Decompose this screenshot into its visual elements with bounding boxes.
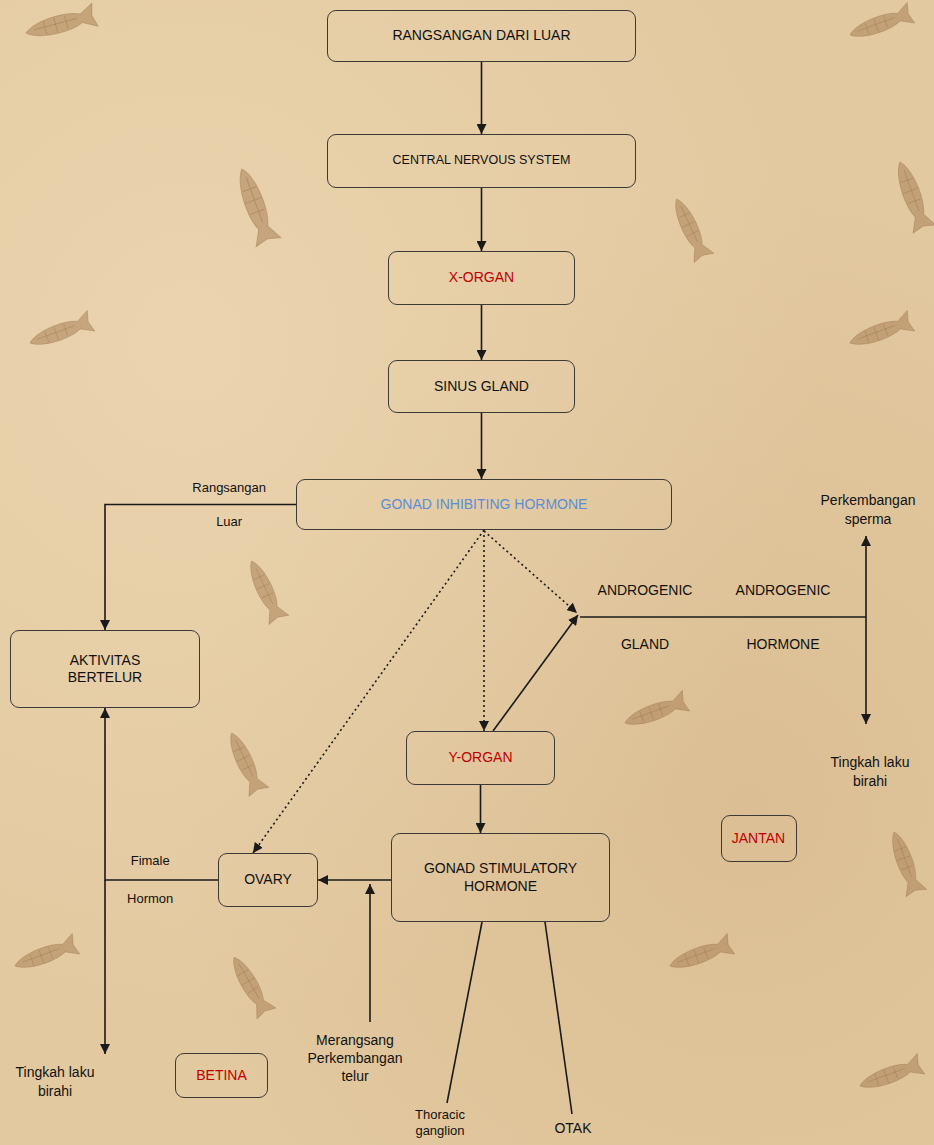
box-label: GONAD STIMULATORY HORMONE — [411, 860, 591, 895]
fossil-fish — [856, 1053, 925, 1096]
fossil-fish — [666, 933, 735, 976]
annotation-label: Merangsang Perkembangan telur — [308, 1031, 403, 1086]
fossil-fish — [229, 164, 280, 246]
annotation-label: Perkembangan sperma — [821, 491, 916, 529]
connector — [480, 785, 482, 833]
arrow-line — [104, 880, 106, 1054]
leader-line — [545, 922, 572, 1114]
dotted-arrow — [484, 531, 577, 613]
box-label: GONAD INHIBITING HORMONE — [381, 496, 588, 514]
connector — [318, 879, 391, 881]
sex-label-box: BETINA — [175, 1053, 268, 1098]
connector — [481, 62, 483, 134]
fossil-fish — [846, 310, 915, 353]
box-label: JANTAN — [732, 830, 785, 848]
annotation-label: Thoracic ganglion — [415, 1107, 465, 1138]
arrow-line — [369, 884, 371, 1022]
branch-line — [580, 616, 866, 618]
annotation-label: ANDROGENIC GLAND — [598, 563, 693, 671]
organ-box: OVARY — [218, 853, 318, 907]
annotation-label: Tingkah laku birahi — [823, 753, 918, 791]
fossil-fish — [23, 3, 98, 45]
process-box: CENTRAL NERVOUS SYSTEM — [327, 134, 636, 188]
fossil-fish — [846, 2, 915, 45]
process-box: RANGSANGAN DARI LUAR — [327, 10, 636, 62]
sex-label-box: JANTAN — [721, 815, 797, 862]
dotted-connector — [253, 530, 484, 853]
fossil-fish — [242, 556, 289, 624]
fossil-fish — [224, 952, 276, 1019]
hormone-box: GONAD INHIBITING HORMONE — [296, 479, 672, 530]
hormone-box: GONAD STIMULATORY HORMONE — [391, 833, 610, 922]
box-label: RANGSANGAN DARI LUAR — [392, 27, 570, 45]
fossil-fish — [621, 690, 690, 733]
edge-label: Fimale Hormon — [127, 842, 173, 918]
connector — [105, 505, 296, 631]
connector — [481, 305, 483, 360]
box-label: BETINA — [196, 1067, 247, 1085]
edge-label: Rangsangan Luar — [192, 471, 266, 539]
dotted-connector — [483, 530, 485, 731]
box-label: X-ORGAN — [449, 269, 514, 287]
box-label: OVARY — [244, 871, 292, 889]
leader-line — [447, 922, 482, 1103]
fossil-fish — [667, 194, 714, 262]
arrow-line — [493, 615, 578, 731]
fossil-fish — [11, 933, 80, 976]
fossil-fish — [884, 828, 927, 897]
box-label: CENTRAL NERVOUS SYSTEM — [393, 153, 571, 169]
fossil-fish — [26, 310, 95, 353]
organ-box: SINUS GLAND — [388, 360, 575, 413]
double-arrow — [865, 536, 867, 724]
box-label: Y-ORGAN — [448, 749, 512, 767]
annotation-label: Tingkah laku birahi — [8, 1063, 103, 1101]
box-label: AKTIVITAS BERTELUR — [50, 652, 160, 687]
annotation-label: ANDROGENIC HORMONE — [736, 563, 831, 671]
fossil-fish — [889, 158, 934, 233]
organ-box: X-ORGAN — [388, 251, 575, 305]
annotation-label: OTAK — [554, 1120, 591, 1137]
connector — [481, 188, 483, 251]
connector — [481, 413, 483, 479]
organ-box: Y-ORGAN — [406, 731, 555, 785]
activity-box: AKTIVITAS BERTELUR — [10, 630, 200, 708]
fossil-fish — [222, 728, 269, 796]
box-label: SINUS GLAND — [434, 378, 529, 396]
